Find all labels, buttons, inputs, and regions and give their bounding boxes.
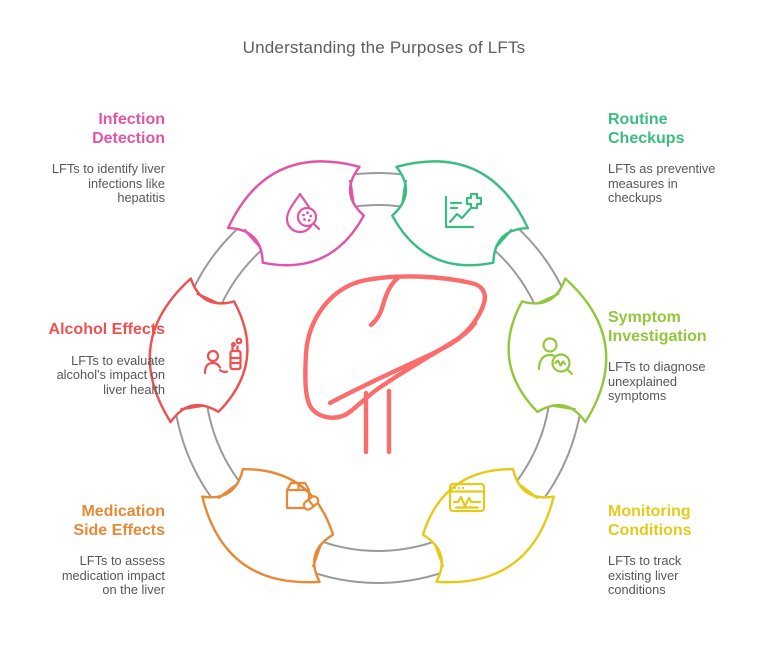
liver-fold-line <box>327 320 478 406</box>
ribbon-fold <box>180 404 205 411</box>
ribbon-routine-checkups <box>391 160 530 267</box>
ribbon-fold <box>517 482 539 500</box>
ribbon-fold <box>401 179 408 204</box>
node-medication-side-effects: Medication Side Effects LFTs to assess m… <box>25 503 165 598</box>
person-head <box>206 349 220 363</box>
person-body <box>203 361 222 375</box>
node-body: LFTs to identify liver infections like h… <box>51 161 165 205</box>
monitor-pulse-icon <box>448 482 486 513</box>
window-dots <box>453 486 465 490</box>
diagram-title: Understanding the Purposes of LFTs <box>242 38 526 57</box>
germ-dots <box>302 211 313 222</box>
ribbon-medication-side-effects <box>201 467 335 584</box>
node-symptom-investigation: Symptom Investigation LFTs to diagnose u… <box>608 309 738 404</box>
node-monitoring-conditions: Monitoring Conditions LFTs to track exis… <box>608 503 738 598</box>
monitor-window <box>448 482 486 513</box>
ribbon-fold <box>434 544 445 568</box>
capsule-pill <box>302 495 320 511</box>
node-heading: Alcohol Effects <box>48 321 165 338</box>
liver-outline <box>303 274 487 420</box>
droplet-germ-magnifier-icon <box>285 192 321 234</box>
pulse-line <box>452 495 482 508</box>
ribbon-fold <box>551 404 576 411</box>
node-body: LFTs as preventive measures in checkups <box>608 161 716 205</box>
ribbon-body <box>507 277 608 424</box>
ribbon-symptom-investigation <box>507 277 608 424</box>
patient-magnifier-icon <box>537 337 574 376</box>
chart-medical-cross-icon <box>444 192 483 229</box>
bubble <box>235 337 243 345</box>
node-alcohol-effects: Alcohol Effects LFTs to evaluate alcohol… <box>25 321 165 397</box>
node-heading: Monitoring Conditions <box>608 503 692 539</box>
node-body: LFTs to evaluate alcohol's impact on liv… <box>56 352 165 397</box>
liver-icon <box>303 274 487 455</box>
ribbon-fold <box>311 544 322 568</box>
magnifier-handle <box>566 368 574 376</box>
ribbon-fold <box>243 228 262 249</box>
ribbon-fold <box>348 179 355 204</box>
node-body: LFTs to assess medication impact on the … <box>61 553 165 597</box>
person-head <box>542 337 558 353</box>
ribbon-body <box>421 468 555 584</box>
person-bottle-icon <box>203 337 243 375</box>
ribbon-fold <box>196 292 220 305</box>
magnifier-handle <box>312 222 321 231</box>
ribbon-alcohol-effects <box>148 277 249 424</box>
node-infection-detection: Infection Detection LFTs to identify liv… <box>25 111 165 206</box>
bubble <box>230 342 236 348</box>
node-heading: Routine Checkups <box>608 111 685 147</box>
ribbon-monitoring-conditions <box>421 468 555 584</box>
liver-ligament-notch <box>368 274 402 328</box>
bottle-label-lines <box>229 356 242 365</box>
chart-axis <box>444 195 475 229</box>
node-heading: Infection Detection <box>92 111 165 147</box>
node-heading: Medication Side Effects <box>73 503 165 539</box>
pulse-wave <box>554 359 567 367</box>
ribbon-fold <box>536 292 560 305</box>
node-body: LFTs to track existing liver conditions <box>608 553 682 597</box>
person-arm <box>218 368 229 374</box>
medicine-box-pill-icon <box>285 481 320 511</box>
ribbon-body <box>148 277 249 424</box>
ribbon-fold <box>217 482 239 500</box>
ribbon-fold <box>494 228 513 249</box>
ribbon-body <box>391 160 530 267</box>
ribbon-infection-detection <box>226 160 366 267</box>
ribbon-body <box>226 160 366 267</box>
node-routine-checkups: Routine Checkups LFTs as preventive meas… <box>608 111 738 206</box>
magnifier-lens <box>296 206 318 228</box>
chart-trend-line <box>448 207 472 224</box>
node-heading: Symptom Investigation <box>608 309 707 345</box>
node-body: LFTs to diagnose unexplained symptoms <box>608 359 706 403</box>
ribbon-body <box>201 467 335 584</box>
bottle-body <box>229 349 242 371</box>
medical-cross <box>465 192 483 210</box>
